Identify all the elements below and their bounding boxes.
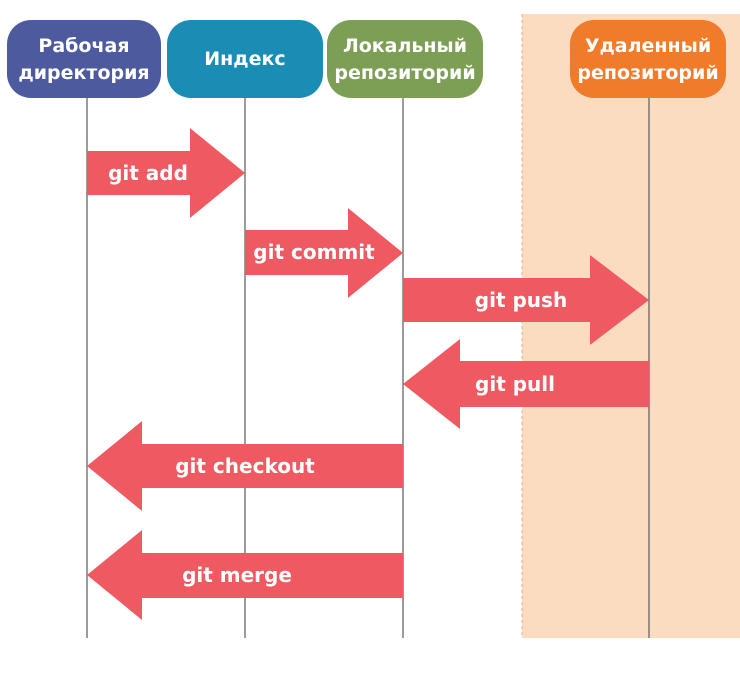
arrow-shape <box>87 530 403 620</box>
participant-box <box>570 20 726 98</box>
participant-remote: Удаленный репозиторий <box>570 20 726 98</box>
arrow-shape <box>87 128 245 218</box>
arrow-label: git add <box>108 161 188 185</box>
arrow-label: git checkout <box>175 454 315 478</box>
arrow-shape <box>403 339 649 429</box>
arrow-git-commit: git commit <box>245 208 403 298</box>
participant-label-line2: репозиторий <box>577 62 718 84</box>
arrow-shape <box>87 421 403 511</box>
arrow-shape <box>245 208 403 298</box>
participant-label-line1: Индекс <box>204 48 285 70</box>
arrow-git-merge: git merge <box>87 530 403 620</box>
arrow-git-checkout: git checkout <box>87 421 403 511</box>
arrow-git-pull: git pull <box>403 339 649 429</box>
participant-label-line1: Удаленный <box>585 35 711 57</box>
arrow-label: git pull <box>475 372 555 396</box>
arrow-git-add: git add <box>87 128 245 218</box>
remote-zone <box>522 14 740 638</box>
arrow-shape <box>403 255 649 345</box>
participant-label-line2: директория <box>18 62 149 84</box>
participant-box <box>327 20 483 98</box>
arrow-label: git commit <box>253 240 375 264</box>
arrow-label: git push <box>475 288 567 312</box>
participant-box <box>7 20 161 98</box>
participant-workdir: Рабочая директория <box>7 20 161 98</box>
participant-label-line1: Локальный <box>343 35 467 57</box>
participant-local: Локальный репозиторий <box>327 20 483 98</box>
participant-box <box>167 20 323 98</box>
participant-index: Индекс <box>167 20 323 98</box>
arrow-git-push: git push <box>403 255 649 345</box>
participant-label-line1: Рабочая <box>38 35 129 57</box>
participant-label-line2: репозиторий <box>334 62 475 84</box>
arrow-label: git merge <box>182 563 292 587</box>
